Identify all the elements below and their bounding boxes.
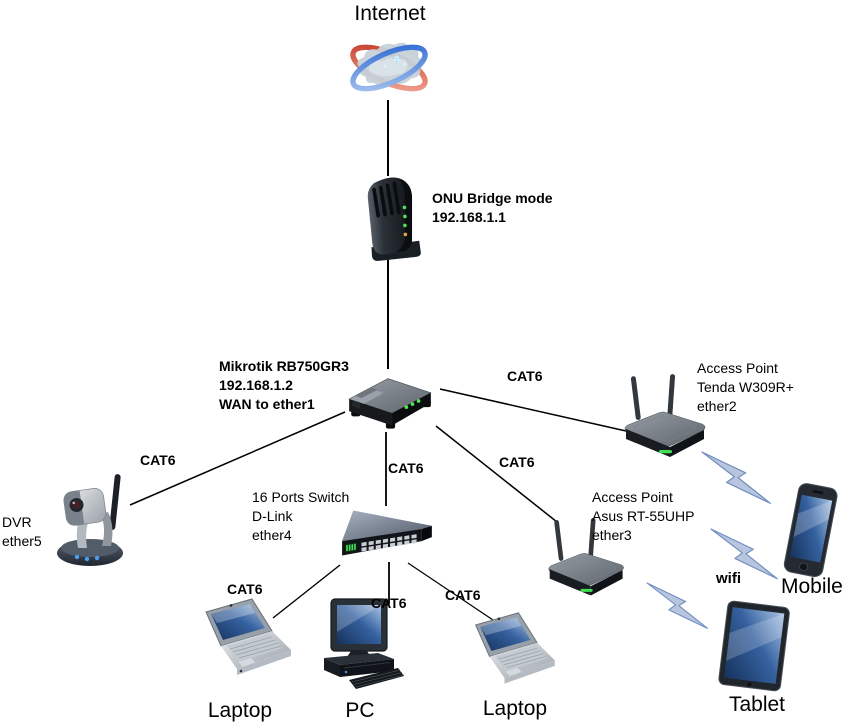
modem-icon (367, 177, 421, 261)
cat6-label-mikrotik-switch: CAT6 (388, 460, 424, 476)
mikrotik-label-line3: WAN to ether1 (219, 396, 315, 412)
access-point-icon (624, 374, 706, 457)
cable-line-switch-laptop-left (272, 564, 341, 619)
switch-label-line2: D-Link (252, 508, 293, 524)
cat6-label-switch-laptop-left: CAT6 (227, 581, 263, 597)
dvr-label: DVR ether5 (2, 513, 42, 551)
asus-ap-label-line1: Access Point (592, 489, 673, 505)
dvr-label-line1: DVR (2, 514, 32, 530)
laptop-left-label: Laptop (207, 699, 273, 722)
cable-line-switch-laptop-right (407, 562, 494, 621)
access-point-icon (548, 518, 624, 596)
smartphone-icon (783, 483, 838, 578)
onu-label-line2: 192.168.1.1 (432, 209, 506, 225)
cloud-globe-icon (350, 42, 428, 92)
switch-label: 16 Ports Switch D-Link ether4 (252, 488, 349, 545)
cat6-label-mikrotik-asus: CAT6 (499, 454, 535, 470)
router-box-icon (348, 378, 432, 429)
asus-ap-label: Access Point Asus RT-55UHP ether3 (592, 488, 694, 545)
wifi-bolt-icon-asus-tablet (646, 582, 709, 629)
cat6-label-switch-laptop-right: CAT6 (445, 587, 481, 603)
tablet-label: Tablet (728, 693, 786, 716)
wifi-bolt-icon-asus-mobile (710, 528, 778, 580)
wifi-bolt-icon-tenda-mobile (701, 451, 772, 504)
laptop-icon (205, 598, 291, 675)
laptop-right-label: Laptop (482, 697, 548, 720)
laptop-icon (474, 612, 555, 684)
cat6-label-mikrotik-tenda: CAT6 (507, 368, 543, 384)
cat6-label-mikrotik-dvr: CAT6 (140, 452, 176, 468)
mobile-label: Mobile (781, 575, 843, 598)
switch-label-line1: 16 Ports Switch (252, 489, 350, 505)
pc-label: PC (345, 699, 375, 722)
onu-label-line1: ONU Bridge mode (432, 190, 553, 206)
mikrotik-label-line2: 192.168.1.2 (219, 377, 293, 393)
tablet-icon (718, 600, 790, 692)
cable-line-mikrotik-dvr (129, 411, 346, 506)
tenda-ap-label: Access Point Tenda W309R+ ether2 (697, 359, 794, 416)
asus-ap-label-line2: Asus RT-55UHP (592, 508, 695, 524)
mikrotik-label: Mikrotik RB750GR3 192.168.1.2 WAN to eth… (219, 357, 349, 414)
tenda-ap-label-line2: Tenda W309R+ (697, 379, 794, 395)
ip-camera-icon (57, 474, 123, 566)
dvr-label-line2: ether5 (2, 533, 42, 549)
onu-label: ONU Bridge mode 192.168.1.1 (432, 189, 553, 227)
network-switch-icon (342, 510, 432, 556)
switch-label-line3: ether4 (252, 527, 292, 543)
cat6-label-switch-pc: CAT6 (371, 595, 407, 611)
wifi-label: wifi (716, 570, 741, 587)
internet-label: Internet (354, 2, 426, 25)
asus-ap-label-line3: ether3 (592, 527, 632, 543)
mikrotik-label-line1: Mikrotik RB750GR3 (219, 358, 349, 374)
cable-line-mikrotik-tenda (439, 388, 627, 432)
tenda-ap-label-line3: ether2 (697, 398, 737, 414)
tenda-ap-label-line1: Access Point (697, 360, 778, 376)
desktop-pc-icon (324, 598, 404, 689)
cable-line-mikrotik-asus (435, 425, 558, 523)
